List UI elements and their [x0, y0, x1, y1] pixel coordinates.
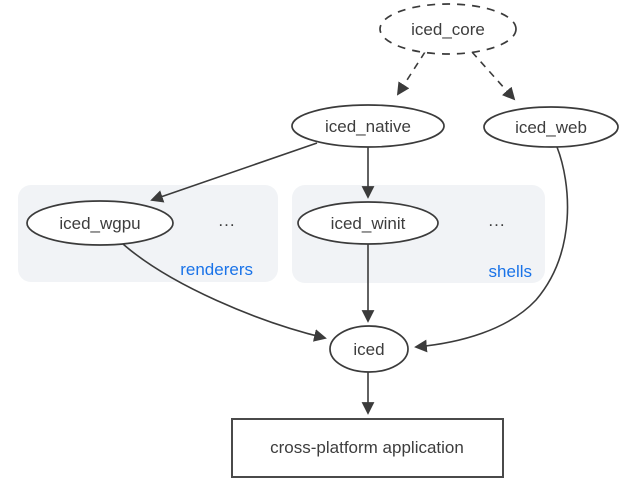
edge-iced-web-to-iced [414, 146, 569, 353]
node-iced-wgpu-label: iced_wgpu [59, 214, 140, 233]
node-iced-core-ellipse [379, 3, 517, 55]
node-iced-winit-label: iced_winit [331, 214, 406, 233]
renderers-group-label: renderers [180, 260, 253, 279]
node-iced-winit: iced_winit [297, 201, 439, 245]
shells-ellipsis: ... [488, 211, 505, 230]
node-iced-label: iced [353, 340, 384, 359]
node-iced-web: iced_web [483, 106, 619, 148]
edge-iced-native-to-iced-wgpu [150, 142, 318, 203]
edge-iced-core-to-iced-native [396, 51, 426, 96]
node-iced-web-label: iced_web [515, 118, 587, 137]
node-iced-native-label: iced_native [325, 117, 411, 136]
node-iced-native-ellipse [291, 104, 445, 148]
node-iced-web-ellipse [483, 106, 619, 148]
edge-iced-wgpu-to-iced [122, 243, 327, 342]
renderers-ellipsis: ... [218, 211, 235, 230]
node-iced-core-label: iced_core [411, 20, 485, 39]
application-label: cross-platform application [270, 438, 464, 457]
node-iced-winit-ellipse [297, 201, 439, 245]
node-iced-core: iced_core [379, 3, 517, 55]
edge-iced-core-to-iced-web [471, 51, 516, 101]
shells-group-label: shells [489, 262, 532, 281]
node-iced-native: iced_native [291, 104, 445, 148]
node-iced-ellipse [329, 325, 409, 373]
node-iced-wgpu: iced_wgpu [26, 200, 174, 246]
application-rect [231, 418, 504, 478]
node-cross-platform-application: cross-platform application [231, 418, 504, 478]
node-iced-wgpu-ellipse [26, 200, 174, 246]
node-iced: iced [329, 325, 409, 373]
